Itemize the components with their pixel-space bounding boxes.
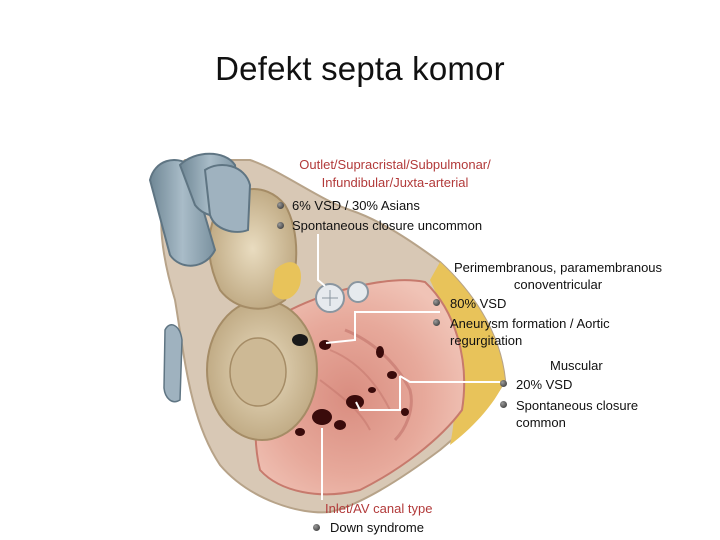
vsd-muscular [376,346,384,358]
inlet-heading: Inlet/AV canal type [325,501,433,516]
bullet-icon [433,299,440,306]
perimembranous-heading-line1: Perimembranous, paramembranous [453,260,663,275]
epicardial-fat [430,262,505,445]
perimembranous-heading-line2: conoventricular [513,277,603,292]
outlet-bullet-1: 6% VSD / 30% Asians [292,198,420,213]
inlet-bullet-1: Down syndrome [330,520,424,535]
slide-title: Defekt septa komor [215,50,505,87]
perimembranous-bullet-2-cont: regurgitation [450,333,523,348]
bullet-icon [277,202,284,209]
muscular-bullet-2: Spontaneous closure [516,398,639,413]
bullet-icon [313,524,320,531]
leader-lines [317,234,500,500]
pulmonary-vein [203,164,252,233]
bullet-icon [500,380,507,387]
bullet-icon [277,222,284,229]
perimembranous-bullet-2: Aneurysm formation / Aortic [450,316,610,331]
outlet-heading-line2: Infundibular/Juxta-arterial [321,175,469,190]
muscular-heading: Muscular [550,358,603,373]
bullet-icon [433,319,440,326]
outlet-bullet-2: Spontaneous closure uncommon [292,218,483,233]
muscular-bullet-1: 20% VSD [516,377,573,392]
bullet-icon [500,401,507,408]
perimembranous-bullet-1: 80% VSD [450,296,507,311]
muscular-bullet-2-cont: common [516,415,566,430]
vsd-inlet [312,409,332,425]
outlet-heading-line1: Outlet/Supracristal/Subpulmonar/ [299,157,491,172]
superior-vena-cava [148,159,217,267]
vsd-perimembranous [292,334,308,346]
